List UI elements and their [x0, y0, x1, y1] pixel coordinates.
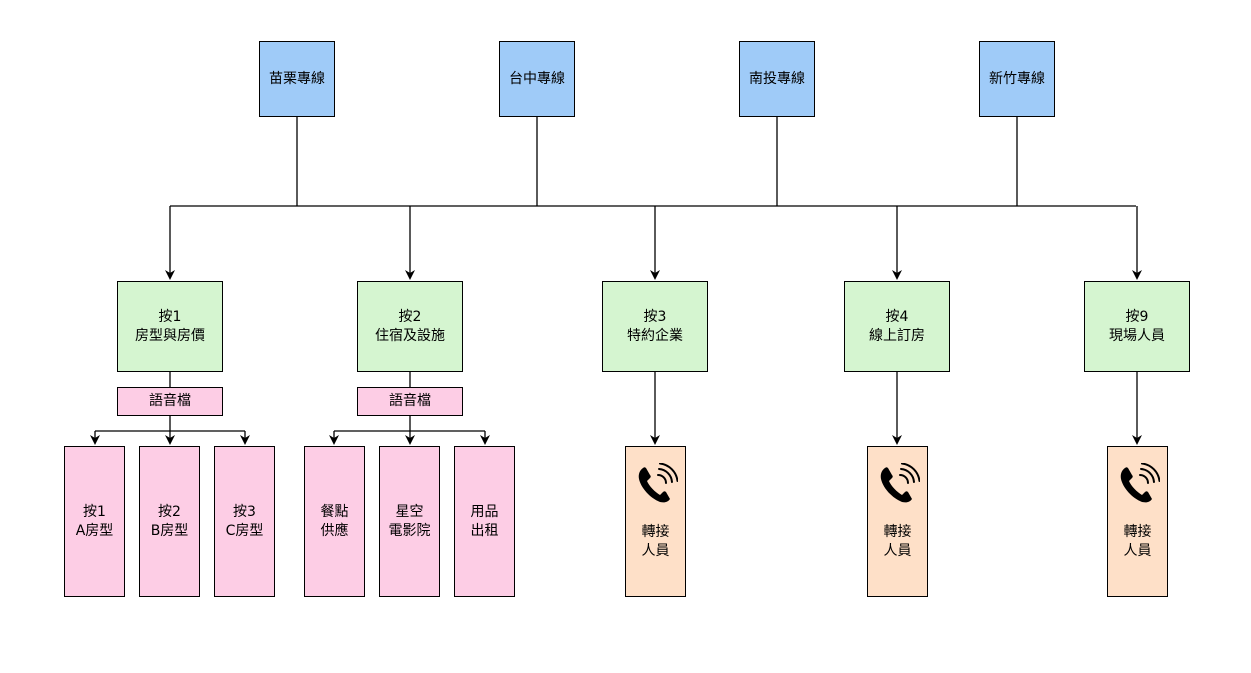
option-label: 線上訂房	[869, 327, 925, 344]
sub-option-room-a: 按1 A房型	[64, 446, 125, 597]
phone-ringing-icon	[1120, 463, 1160, 503]
option-label: 特約企業	[627, 327, 683, 344]
transfer-line1: 轉接	[641, 524, 670, 540]
option-key: 按9	[1125, 308, 1149, 325]
transfer-line2: 人員	[1123, 543, 1152, 559]
hotline-nantou: 南投專線	[739, 41, 815, 117]
sub-option-cinema: 星空 電影院	[379, 446, 440, 597]
sub-option-line2: B房型	[150, 522, 189, 539]
sub-option-line2: 供應	[320, 522, 349, 539]
option-1: 按1 房型與房價	[117, 281, 223, 372]
hotline-hsinchu: 新竹專線	[979, 41, 1055, 117]
voice-file-1: 語音檔	[117, 387, 223, 416]
phone-ringing-icon	[638, 463, 678, 503]
transfer-box-3: 轉接 人員	[625, 446, 686, 597]
sub-option-line2: 電影院	[388, 522, 431, 539]
hotline-miaoli: 苗栗專線	[259, 41, 335, 117]
transfer-line1: 轉接	[1123, 524, 1152, 540]
voice-file-label: 語音檔	[149, 392, 191, 411]
option-3: 按3 特約企業	[602, 281, 708, 372]
option-4: 按4 線上訂房	[844, 281, 950, 372]
hotline-taichung: 台中專線	[499, 41, 575, 117]
sub-option-line1: 按3	[233, 503, 256, 520]
option-key: 按3	[643, 308, 667, 325]
hotline-label: 苗栗專線	[269, 70, 325, 87]
option-key: 按1	[158, 308, 182, 325]
sub-option-line2: 出租	[470, 522, 499, 539]
option-label: 現場人員	[1109, 327, 1165, 344]
sub-option-line1: 用品	[470, 503, 499, 520]
hotline-label: 南投專線	[749, 70, 805, 87]
transfer-line2: 人員	[641, 543, 670, 559]
phone-ringing-icon	[880, 463, 920, 503]
option-2: 按2 住宿及設施	[357, 281, 463, 372]
transfer-box-9: 轉接 人員	[1107, 446, 1168, 597]
transfer-line2: 人員	[883, 543, 912, 559]
option-label: 房型與房價	[135, 327, 205, 344]
sub-option-line1: 星空	[395, 503, 424, 520]
sub-option-line2: C房型	[225, 522, 264, 539]
sub-option-room-b: 按2 B房型	[139, 446, 200, 597]
sub-option-meals: 餐點 供應	[304, 446, 365, 597]
transfer-box-4: 轉接 人員	[867, 446, 928, 597]
sub-option-line1: 按1	[83, 503, 106, 520]
option-key: 按4	[885, 308, 909, 325]
sub-option-room-c: 按3 C房型	[214, 446, 275, 597]
sub-option-line1: 餐點	[320, 503, 349, 520]
hotline-label: 新竹專線	[989, 70, 1045, 87]
voice-file-label: 語音檔	[389, 392, 431, 411]
sub-option-line1: 按2	[158, 503, 181, 520]
voice-file-2: 語音檔	[357, 387, 463, 416]
option-9: 按9 現場人員	[1084, 281, 1190, 372]
option-label: 住宿及設施	[375, 327, 445, 344]
option-key: 按2	[398, 308, 422, 325]
hotline-label: 台中專線	[509, 70, 565, 87]
transfer-line1: 轉接	[883, 524, 912, 540]
sub-option-rental: 用品 出租	[454, 446, 515, 597]
sub-option-line2: A房型	[75, 522, 114, 539]
